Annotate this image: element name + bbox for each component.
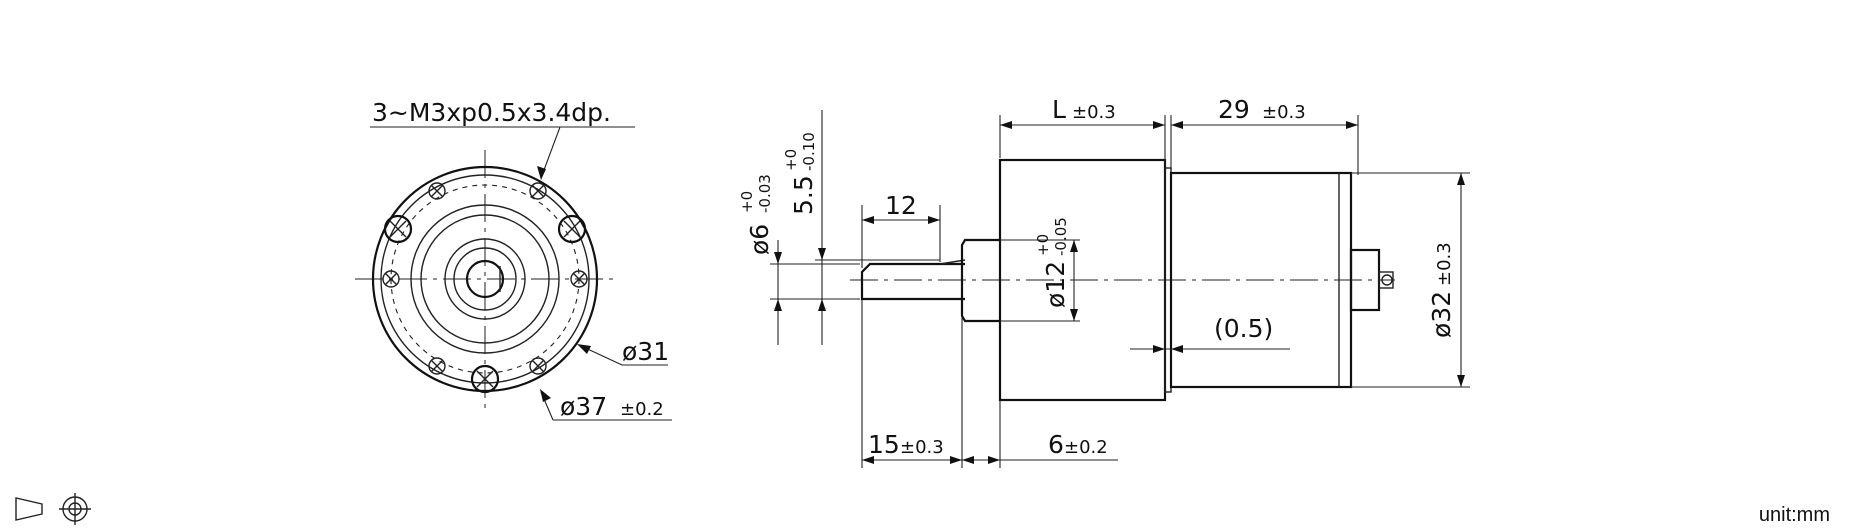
threaded-hole-3 xyxy=(382,270,400,288)
dia31-label: ø31 xyxy=(622,337,669,366)
housing-rim-circle xyxy=(380,174,590,384)
side-view: ø6 +0 -0.03 5.5 +0 -0.10 12 ø12 +0 -0.05 xyxy=(738,95,1470,468)
boss-arrow-bottom xyxy=(1070,309,1078,321)
len29-label: 29 xyxy=(1218,95,1250,124)
threaded-hole-1 xyxy=(428,182,446,200)
len15-tolerance: ±0.3 xyxy=(900,437,944,458)
dia6-tol-lower: -0.03 xyxy=(756,174,774,213)
len12-label: 12 xyxy=(885,191,917,220)
dia6-label: ø6 xyxy=(745,224,774,255)
threaded-hole-6 xyxy=(529,357,547,375)
len15-label: 15 xyxy=(868,430,900,459)
boss-tol-upper: +0 xyxy=(1034,234,1052,256)
dia37-label: ø37 xyxy=(560,392,607,421)
boss-tol-lower: -0.05 xyxy=(1052,217,1070,256)
dia32-tolerance: ±0.3 xyxy=(1434,242,1455,286)
len6-arrow-right xyxy=(988,456,1000,464)
dia32-label: ø32 xyxy=(1427,291,1456,338)
len6-arrow-left xyxy=(962,456,974,464)
len29-arrow-right xyxy=(1346,121,1358,129)
L-arrow-right xyxy=(1153,121,1165,129)
len6-label: 6 xyxy=(1048,430,1064,459)
dia31-arrow xyxy=(577,344,591,354)
flange-circle xyxy=(410,204,560,354)
front-view: 3~M3xp0.5x3.4dp. ø31 ø37 ±0.2 xyxy=(355,98,672,421)
boss-label-group: ø12 +0 -0.05 xyxy=(1034,217,1070,308)
len12-arrow-right xyxy=(928,216,940,224)
len15-arrow-right xyxy=(950,456,962,464)
dia37-tolerance: ±0.2 xyxy=(620,399,664,420)
dia6-arrow-bottom xyxy=(774,299,782,311)
rear-terminal-hole xyxy=(1381,274,1393,286)
L-arrow-left xyxy=(1000,121,1012,129)
len15-arrow-left xyxy=(862,456,874,464)
dia6-arrow-top xyxy=(774,252,782,264)
flat-label: 5.5 xyxy=(789,175,818,215)
unit-label: unit:mm xyxy=(1758,504,1830,526)
bearing-circle xyxy=(444,238,526,320)
flat-arrow-bottom xyxy=(818,299,826,311)
flat-label-group: 5.5 +0 -0.10 xyxy=(782,132,818,215)
boss-label: ø12 xyxy=(1041,261,1070,308)
thread-note-label: 3~M3xp0.5x3.4dp. xyxy=(372,98,611,127)
dia32-arrow-top xyxy=(1457,173,1465,185)
threaded-hole-4 xyxy=(570,270,588,288)
len12-arrow-left xyxy=(862,216,874,224)
thread-note-arrow xyxy=(537,166,546,180)
gap-arrow-right xyxy=(1171,345,1183,353)
dia6-label-group: ø6 +0 -0.03 xyxy=(738,174,774,255)
shaft-flat-edge xyxy=(939,259,966,265)
flat-arrow-top xyxy=(818,248,826,260)
len6-tolerance: ±0.2 xyxy=(1064,437,1108,458)
shaft-circle xyxy=(465,259,505,299)
flat-tol-lower: -0.10 xyxy=(800,132,818,171)
gap-label: (0.5) xyxy=(1214,314,1273,343)
flange-inner-circle xyxy=(420,214,550,344)
dia37-arrow xyxy=(540,389,551,402)
threaded-hole-2 xyxy=(529,182,547,200)
threaded-hole-5 xyxy=(428,357,446,375)
flat-tol-upper: +0 xyxy=(782,149,800,171)
dia32-arrow-bottom xyxy=(1457,375,1465,387)
dia32-label-group: ø32 ±0.3 xyxy=(1427,242,1456,338)
len29-tolerance: ±0.3 xyxy=(1262,102,1306,123)
output-boss xyxy=(960,238,1000,323)
dia6-tol-upper: +0 xyxy=(738,191,756,213)
output-shaft xyxy=(860,262,965,301)
screw-head-3 xyxy=(470,364,500,394)
screw-head-1 xyxy=(383,214,413,244)
hub-circle xyxy=(453,247,517,311)
boss-arrow-top xyxy=(1070,240,1078,252)
len29-arrow-left xyxy=(1171,121,1183,129)
L-label: L xyxy=(1052,95,1066,124)
L-tolerance: ±0.3 xyxy=(1072,102,1116,123)
third-angle-projection-icon xyxy=(15,493,91,525)
rear-terminal-pin xyxy=(1378,271,1394,289)
gap-arrow-left xyxy=(1153,345,1165,353)
screw-head-2 xyxy=(557,214,587,244)
